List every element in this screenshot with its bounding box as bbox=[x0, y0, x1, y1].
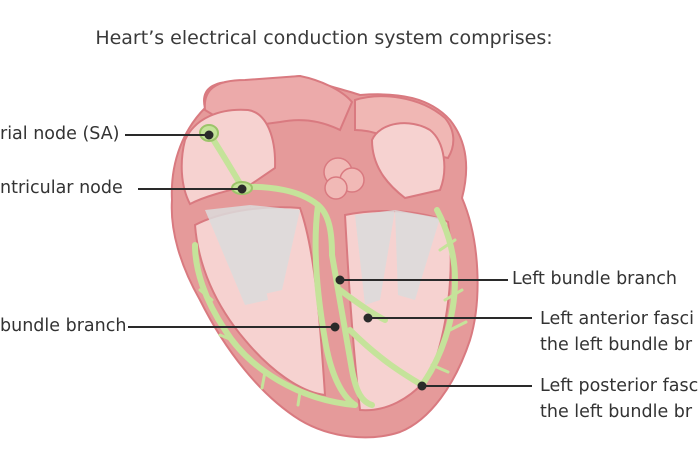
left-bundle-branch-label: Left bundle branch bbox=[512, 269, 677, 289]
valve-chordae bbox=[205, 205, 440, 305]
left-anterior-fascicle-line2: the left bundle br bbox=[540, 335, 693, 355]
diagram-title: Heart’s electrical conduction system com… bbox=[95, 27, 553, 49]
left-posterior-fascicle-path bbox=[347, 327, 425, 388]
right-bundle-branch-label: bundle branch bbox=[0, 316, 127, 336]
aortic-valve bbox=[323, 157, 365, 200]
right-bundle-branch-path bbox=[312, 202, 358, 408]
av-node-label: ntricular node bbox=[0, 178, 123, 198]
purkinje-fibers-right bbox=[192, 242, 358, 408]
left-anterior-fascicle-label: Left anterior fasci the left bundle br bbox=[540, 306, 694, 358]
left-posterior-fascicle-label: Left posterior fasc the left bundle br bbox=[540, 373, 698, 425]
left-atrium bbox=[370, 122, 446, 200]
purkinje-branches bbox=[198, 238, 468, 407]
leader-lines bbox=[125, 130, 532, 391]
left-posterior-fascicle-line1: Left posterior fasc bbox=[540, 376, 699, 396]
left-posterior-fascicle-line2: the left bundle br bbox=[540, 402, 693, 422]
sa-node-label: rial node (SA) bbox=[0, 124, 120, 144]
left-anterior-fascicle-line1: Left anterior fasci bbox=[540, 309, 694, 329]
